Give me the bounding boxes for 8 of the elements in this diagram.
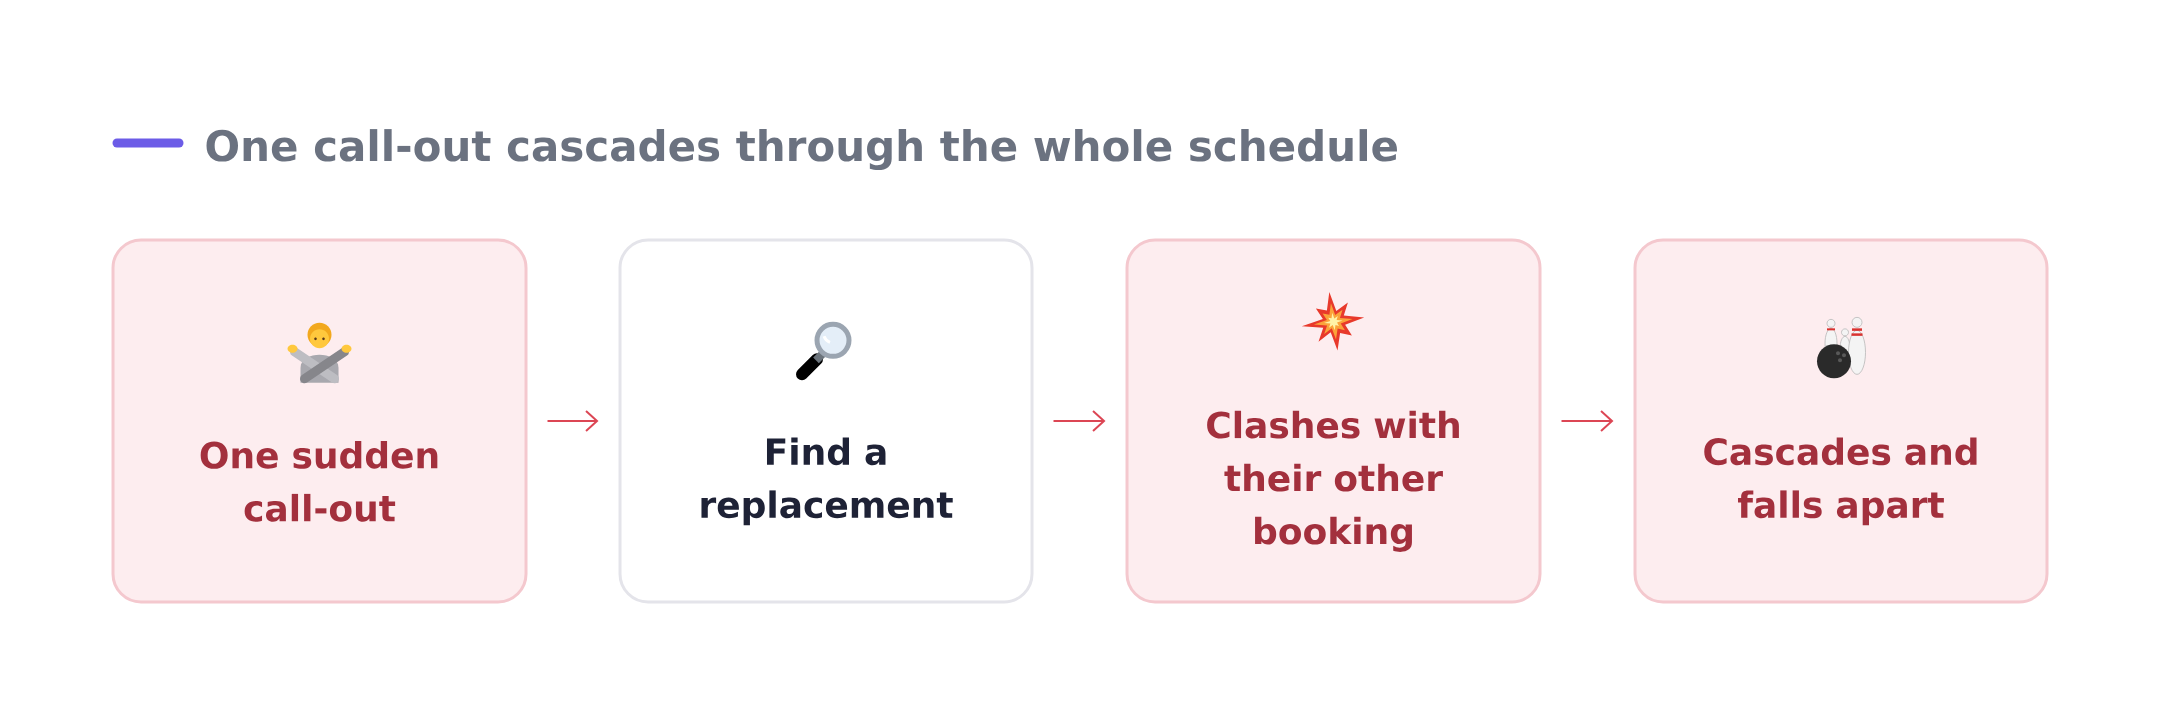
arrow bbox=[546, 410, 599, 432]
process-box: Cascades and falls apart bbox=[1633, 238, 2049, 604]
arrow bbox=[1560, 410, 1614, 432]
arrow bbox=[1052, 410, 1106, 432]
process-box: One sudden call-out bbox=[111, 238, 528, 604]
process-box: Clashes with their other booking bbox=[1125, 238, 1542, 604]
process-box: Find a replacement bbox=[618, 238, 1034, 604]
title: One call-out cascades through the whole schedule bbox=[206, 129, 1397, 171]
